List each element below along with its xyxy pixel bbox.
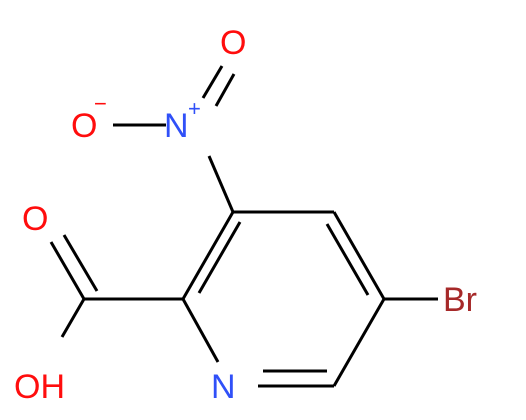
bond-cacid-oh	[60, 298, 86, 338]
bond-c2-c3-inner	[197, 221, 242, 294]
bond-c4-c5	[332, 211, 386, 300]
bond-cacid-o-double-2	[62, 234, 99, 292]
atom-nitro-o-minus-charge: −	[94, 91, 107, 116]
atom-br: Br	[443, 281, 477, 319]
atom-acid-oh: OH	[14, 368, 65, 406]
bond-nnitro-odouble	[201, 65, 224, 99]
atom-acid-o-double: O	[22, 200, 48, 238]
atom-labels: O O − N + O OH N Br	[14, 24, 477, 406]
atom-nitro-o-double: O	[220, 24, 246, 62]
atom-nitro-n: N	[164, 107, 189, 145]
atom-ring-n: N	[211, 368, 236, 406]
bond-c4-c5-inner	[325, 223, 370, 296]
atom-nitro-o-minus: O	[71, 107, 97, 145]
bond-nnitro-odouble-2	[214, 73, 236, 107]
bond-cacid-o-double	[49, 241, 86, 300]
bonds	[49, 65, 438, 388]
bond-c5-c6	[332, 298, 386, 387]
bond-c3-nnitro	[207, 155, 235, 213]
atom-nitro-n-charge: +	[188, 96, 201, 121]
bond-n1-c2	[181, 298, 220, 363]
bond-c2-c3	[181, 211, 235, 300]
